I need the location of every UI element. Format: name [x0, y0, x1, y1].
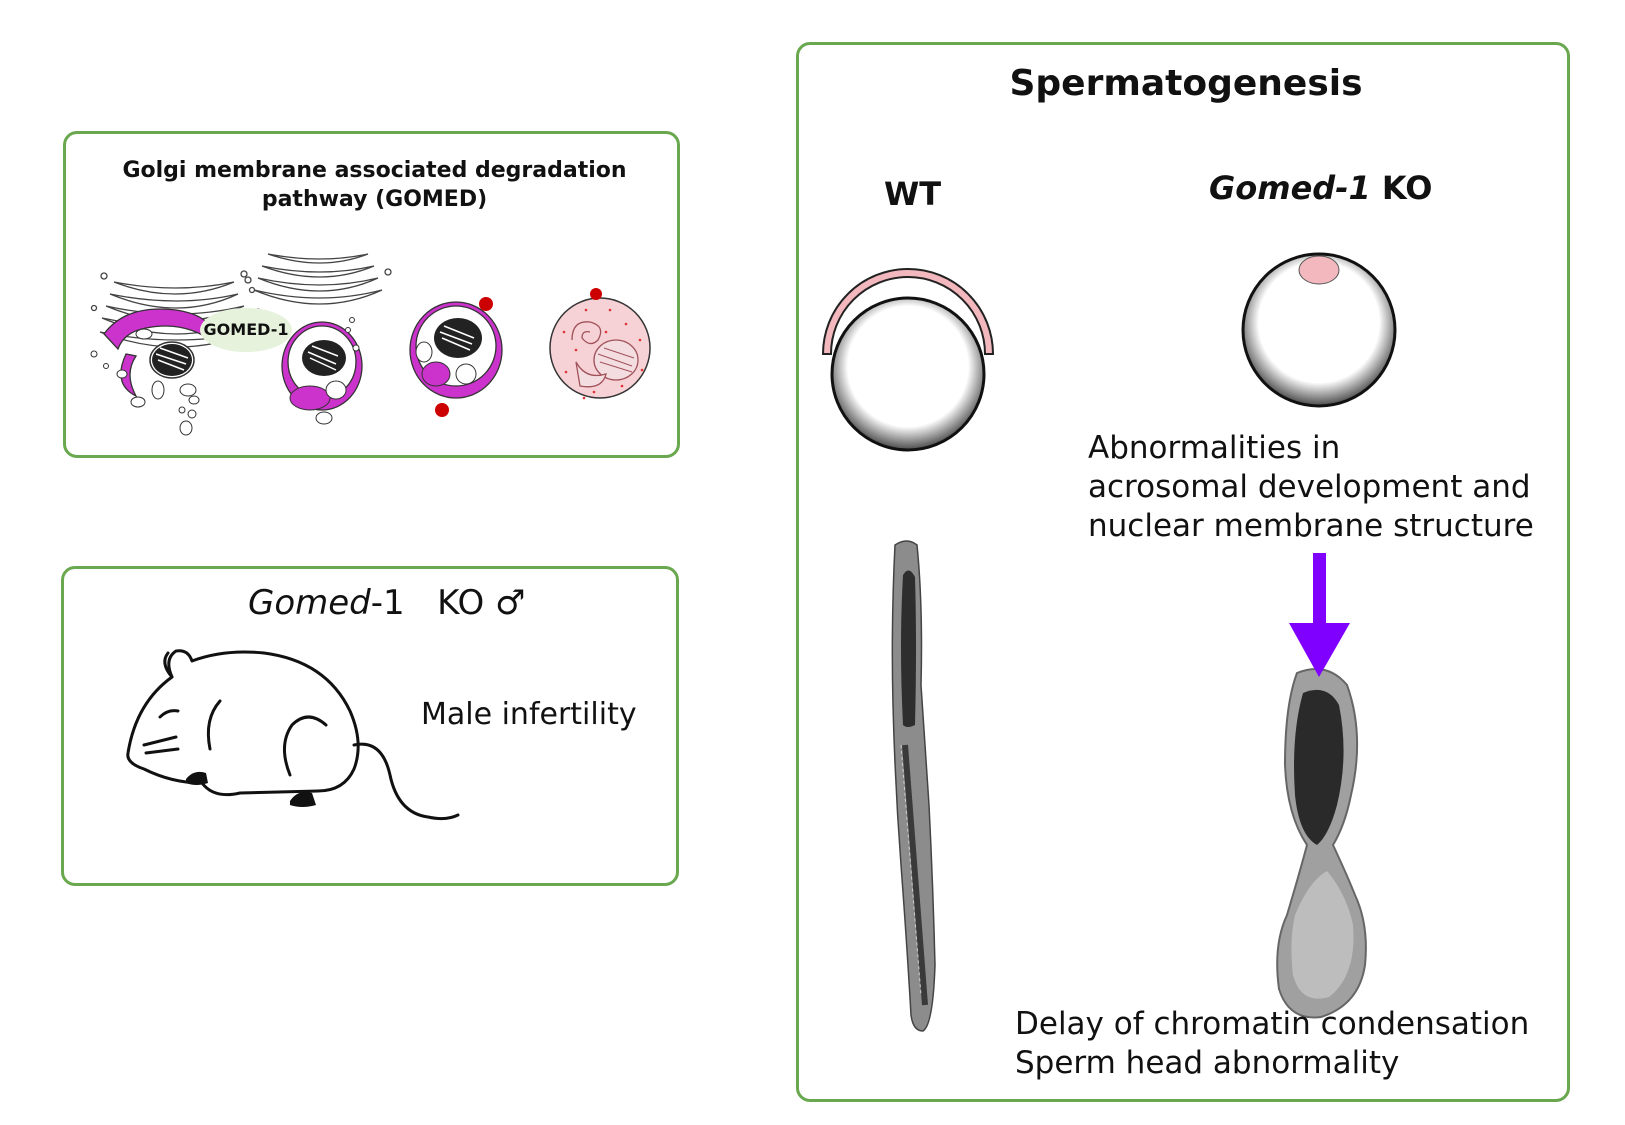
- gomed-pathway-illustration: [90, 253, 651, 436]
- gene-name: Gomed: [248, 583, 371, 623]
- cell-4-degraded: [549, 288, 651, 400]
- gomed-title: Golgi membrane associated degradation pa…: [66, 156, 683, 214]
- result-description: Delay of chromatin condensation Sperm he…: [1015, 1005, 1529, 1083]
- result-line-1: Delay of chromatin condensation: [1015, 1006, 1530, 1042]
- purple-down-arrow: [1289, 553, 1350, 677]
- ko-suffix: KO: [1370, 169, 1433, 207]
- result-line-2: Sperm head abnormality: [1015, 1045, 1400, 1081]
- spermatogenesis-illustration: [821, 252, 1397, 1032]
- abnormality-line-2: acrosomal development and: [1088, 469, 1531, 505]
- mouse-icon: [126, 649, 460, 821]
- spermatogenesis-panel: Spermatogenesis WT Gomed-1 KO: [796, 42, 1570, 1102]
- gene-suffix: -1: [370, 583, 405, 623]
- gomed-title-line2: pathway (GOMED): [261, 187, 488, 212]
- ko-mouse-panel: Gomed-1 KO ♂ Male infertility: [61, 566, 679, 886]
- ko-gene-name: Gomed-1: [1209, 169, 1371, 207]
- ko-text: KO: [437, 583, 485, 623]
- ko-round-spermatid: [1241, 252, 1397, 408]
- wt-sperm-micrograph: [891, 540, 936, 1032]
- ko-label: Gomed-1 KO: [1209, 169, 1432, 207]
- ko-title: Gomed-1 KO ♂: [248, 583, 526, 623]
- cell-3: [409, 297, 503, 417]
- spermatogenesis-title: Spermatogenesis: [1009, 63, 1363, 104]
- male-icon: ♂: [495, 583, 526, 623]
- cell-1: [90, 308, 217, 436]
- abnormality-description: Abnormalities in acrosomal development a…: [1088, 429, 1534, 546]
- abnormality-line-3: nuclear membrane structure: [1088, 508, 1534, 544]
- gomed-1-bubble: [200, 308, 292, 352]
- ko-sperm-micrograph: [1276, 668, 1367, 1019]
- gomed-1-label: GOMED-1: [203, 320, 289, 339]
- golgi-stack-2: [244, 253, 392, 305]
- wt-round-spermatid: [821, 268, 995, 452]
- phenotype-label: Male infertility: [421, 697, 637, 732]
- gomed-panel: Golgi membrane associated degradation pa…: [63, 131, 680, 458]
- gomed-title-line1: Golgi membrane associated degradation: [122, 158, 627, 183]
- abnormality-line-1: Abnormalities in: [1088, 430, 1341, 466]
- lysosome: [435, 403, 449, 417]
- wt-label: WT: [884, 175, 942, 213]
- cell-2: [281, 317, 363, 425]
- lysosome: [479, 297, 493, 311]
